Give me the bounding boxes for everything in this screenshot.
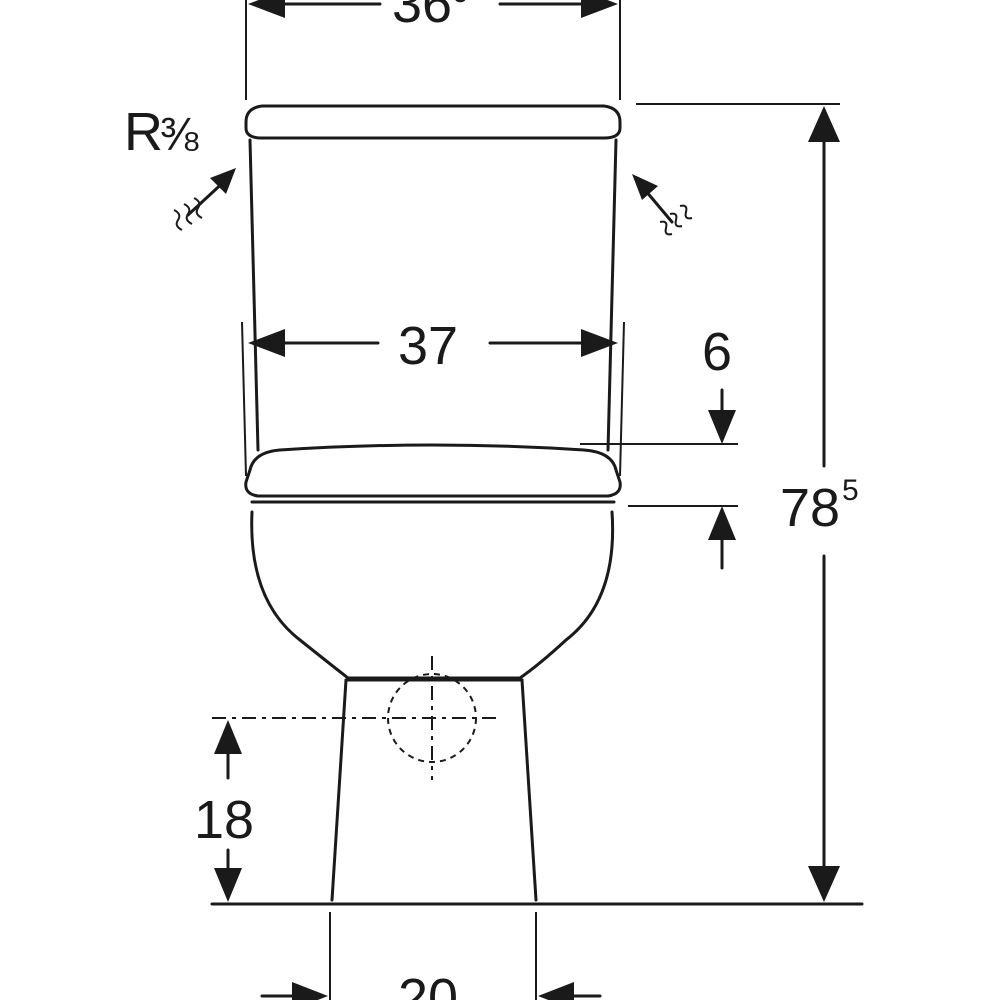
dim-top-width: 36 0	[245, 0, 621, 100]
water-inlet-left-icon	[173, 168, 236, 231]
connection-label: R ⅜	[124, 102, 199, 162]
top-width-sup: 0	[452, 0, 469, 9]
arrow-left	[248, 0, 285, 18]
base-width-value: 20	[398, 968, 458, 1000]
pedestal	[330, 678, 538, 902]
seat-lid	[244, 443, 622, 498]
arrow-right	[581, 0, 618, 18]
water-inlet-right-icon	[632, 174, 693, 236]
outlet-height-value: 18	[194, 790, 254, 850]
overall-height-sup: 5	[842, 474, 859, 507]
dim-cistern-width: 37	[241, 316, 625, 477]
overall-height-value: 78	[780, 478, 840, 538]
connection-fraction: ⅜	[160, 108, 199, 160]
cistern-body	[248, 138, 618, 452]
dim-overall-height: 78 5	[636, 103, 859, 902]
top-width-value: 36	[392, 0, 452, 34]
dim-seat-gap: 6	[580, 322, 738, 570]
dim-base-width: 20	[260, 912, 602, 1000]
connection-prefix: R	[124, 102, 163, 162]
outlet-dashed	[212, 656, 500, 780]
cistern-lid	[244, 104, 622, 140]
bowl	[250, 510, 615, 680]
seat-gap-value: 6	[702, 322, 732, 382]
dim-outlet-height: 18	[194, 720, 254, 902]
cistern-width-value: 37	[398, 316, 458, 376]
